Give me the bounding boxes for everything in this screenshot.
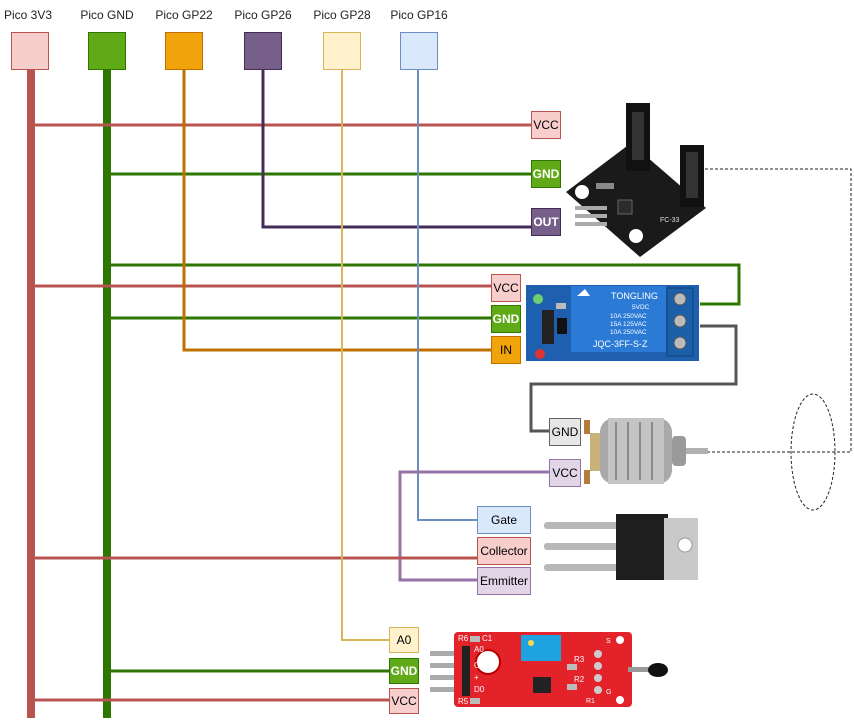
- wire-gp28-a0: [341, 70, 389, 641]
- relay-spec-4: 10A 250VAC: [610, 329, 647, 336]
- pico-gp26-label: Pico GP26: [234, 8, 292, 22]
- temp-silk-plus: +: [474, 673, 479, 682]
- motor-vcc-label: VCC: [549, 459, 581, 487]
- temp-silk-r2: R2: [574, 675, 585, 684]
- temp-silk-a0: A0: [474, 645, 484, 654]
- pico-gp28-label: Pico GP28: [313, 8, 371, 22]
- temp-silk-r5: R5: [458, 697, 469, 706]
- wire-relay-motor-gnd: [529, 324, 738, 433]
- ir-gnd-label: GND: [531, 160, 561, 188]
- ir-vcc-label: VCC: [531, 111, 561, 139]
- temp-silk-g: G: [474, 661, 480, 670]
- transistor-gate-label: Gate: [477, 506, 531, 534]
- temp-silk-r3: R3: [574, 655, 585, 664]
- relay-spec-1: 5VDC: [632, 304, 650, 311]
- wire-gp22-relay-in: [182, 70, 491, 352]
- pico-3v3-pin: [11, 32, 49, 70]
- ir-sensor-module: FC-33: [566, 103, 706, 257]
- relay-spec-2: 10A 250VAC: [610, 313, 647, 320]
- relay-status-led: [535, 349, 545, 359]
- transistor-collector-label: Collector: [477, 537, 531, 565]
- wire-gp26-ir-out: [261, 70, 531, 229]
- gnd-rail: [103, 70, 111, 718]
- ir-pcb-label: FC-33: [660, 217, 680, 224]
- temp-silk-s: S: [606, 638, 611, 645]
- dc-motor: [584, 418, 708, 484]
- transistor-to220: [544, 514, 698, 580]
- pico-3v3-label: Pico 3V3: [3, 8, 53, 22]
- 3v3-rail: [27, 70, 35, 718]
- pico-gp22-label: Pico GP22: [155, 8, 213, 22]
- transistor-emitter-label: Emmitter: [477, 567, 531, 595]
- temp-silk-r1: R1: [586, 698, 595, 705]
- encoder-disk: [790, 393, 836, 511]
- relay-brand: TONGLING: [611, 291, 658, 301]
- motor-gnd-label: GND: [549, 418, 581, 446]
- wire-gp16-gate: [417, 70, 477, 521]
- temp-silk-c1: C1: [482, 634, 493, 643]
- temp-vcc-label: VCC: [389, 688, 419, 714]
- relay-module: TONGLING 5VDC 10A 250VAC 15A 125VAC 10A …: [526, 285, 699, 361]
- relay-model: JQC-3FF-S-Z: [593, 339, 648, 349]
- temp-a0-label: A0: [389, 627, 419, 653]
- temp-silk-r6: R6: [458, 634, 469, 643]
- pico-gp28-pin: [323, 32, 361, 70]
- pico-gnd-pin: [88, 32, 126, 70]
- pico-gp26-pin: [244, 32, 282, 70]
- pico-gp16-pin: [400, 32, 438, 70]
- relay-in-label: IN: [491, 336, 521, 364]
- ir-out-label: OUT: [531, 208, 561, 236]
- pico-gp16-label: Pico GP16: [390, 8, 448, 22]
- pico-gnd-label: Pico GND: [80, 8, 134, 22]
- relay-power-led: [533, 294, 543, 304]
- relay-gnd-label: GND: [491, 305, 521, 333]
- wire-gnd-relay-com: [107, 263, 741, 306]
- temp-silk-g2: G: [606, 689, 611, 696]
- relay-vcc-label: VCC: [491, 274, 521, 302]
- temp-gnd-label: GND: [389, 658, 419, 684]
- relay-spec-3: 15A 125VAC: [610, 321, 647, 328]
- temp-sensor-module: R6 C1 A0 G + D0 R5 R3 R2 R1 S G: [430, 632, 668, 707]
- pico-gp22-pin: [165, 32, 203, 70]
- temp-silk-d0: D0: [474, 685, 485, 694]
- dashed-link: [705, 168, 852, 453]
- wire-emitter-motor-vcc: [398, 470, 549, 582]
